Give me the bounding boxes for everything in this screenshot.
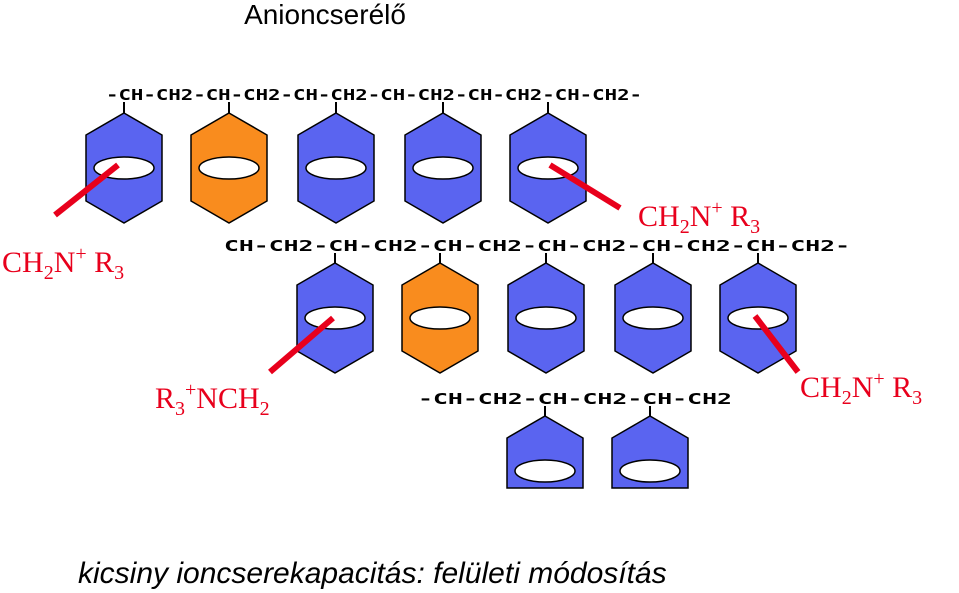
top-ring-2 [190,102,268,224]
annotation-top-right: CH2N+ R3 [638,197,760,238]
substituent-line-middle-left [268,315,335,375]
annotation-middle-left: R3+NCH2 [155,379,270,420]
top-chain: -CH-CH2-CH-CH2-CH-CH2-CH-CH2-CH-CH2-CH-C… [106,86,642,104]
top-ring-3-aromatic-circle [305,156,367,180]
top-ring-3 [297,102,375,224]
middle-ring-4 [614,253,692,374]
substituent-line-left [53,162,120,218]
top-ring-4 [404,102,482,224]
middle-ring-3-aromatic-circle [515,306,577,330]
substituent-line-top-right [548,162,622,211]
page-title: Anioncserélő [244,0,406,30]
top-ring-row [85,102,587,224]
top-ring-1 [85,102,163,224]
bottom-ring-2 [611,406,689,489]
middle-ring-1-aromatic-circle [304,306,366,330]
bottom-ring-2-aromatic-circle [619,459,681,483]
annotation-left: CH2N+ R3 [2,243,124,284]
bottom-chain: -CH-CH2-CH-CH2-CH-CH2 [418,390,732,408]
bottom-ring-row [506,406,689,489]
middle-ring-2-aromatic-circle [409,306,471,330]
caption: kicsiny ioncserekapacitás: felületi módo… [78,557,667,590]
middle-ring-4-aromatic-circle [622,306,684,330]
middle-ring-2 [401,253,479,374]
bottom-ring-1 [506,406,584,489]
top-ring-4-aromatic-circle [412,156,474,180]
top-ring-2-aromatic-circle [198,156,260,180]
middle-chain: CH-CH2-CH-CH2-CH-CH2-CH-CH2-CH-CH2-CH-CH… [224,237,850,255]
middle-ring-row [296,253,797,374]
middle-ring-3 [507,253,585,374]
middle-ring-1 [296,253,374,374]
substituent-line-right [752,314,801,374]
top-ring-5 [509,102,587,224]
bottom-ring-1-aromatic-circle [514,459,576,483]
annotation-right: CH2N+ R3 [800,368,922,409]
